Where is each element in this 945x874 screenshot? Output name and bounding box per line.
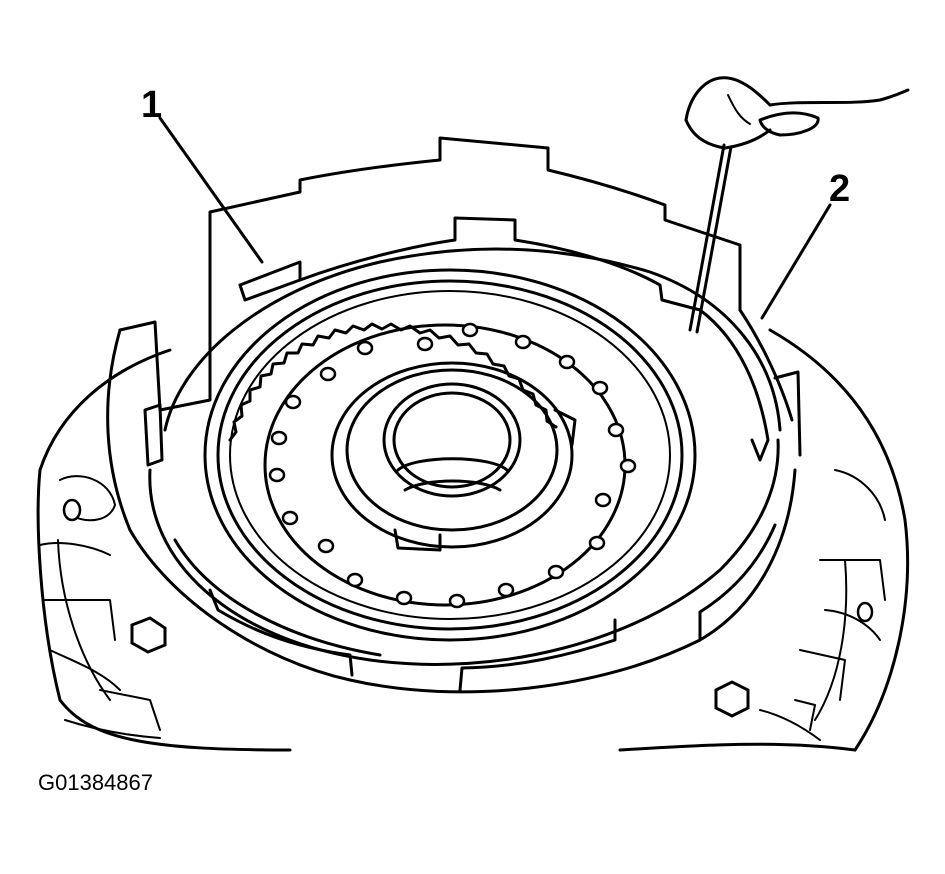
- leader-line-2: [760, 203, 832, 320]
- figure-id-label: G01384867: [38, 770, 153, 795]
- case-flange: [36, 328, 910, 752]
- leader-line-1: [158, 116, 264, 264]
- snap-ring: [143, 216, 770, 657]
- outer-drum: [106, 136, 802, 694]
- center-bore: [330, 361, 577, 552]
- clutch-hub: [203, 268, 697, 642]
- hand-with-pick-tool: [684, 76, 910, 334]
- callout-2-label: 2: [829, 168, 851, 210]
- callout-1-label: 1: [141, 84, 163, 126]
